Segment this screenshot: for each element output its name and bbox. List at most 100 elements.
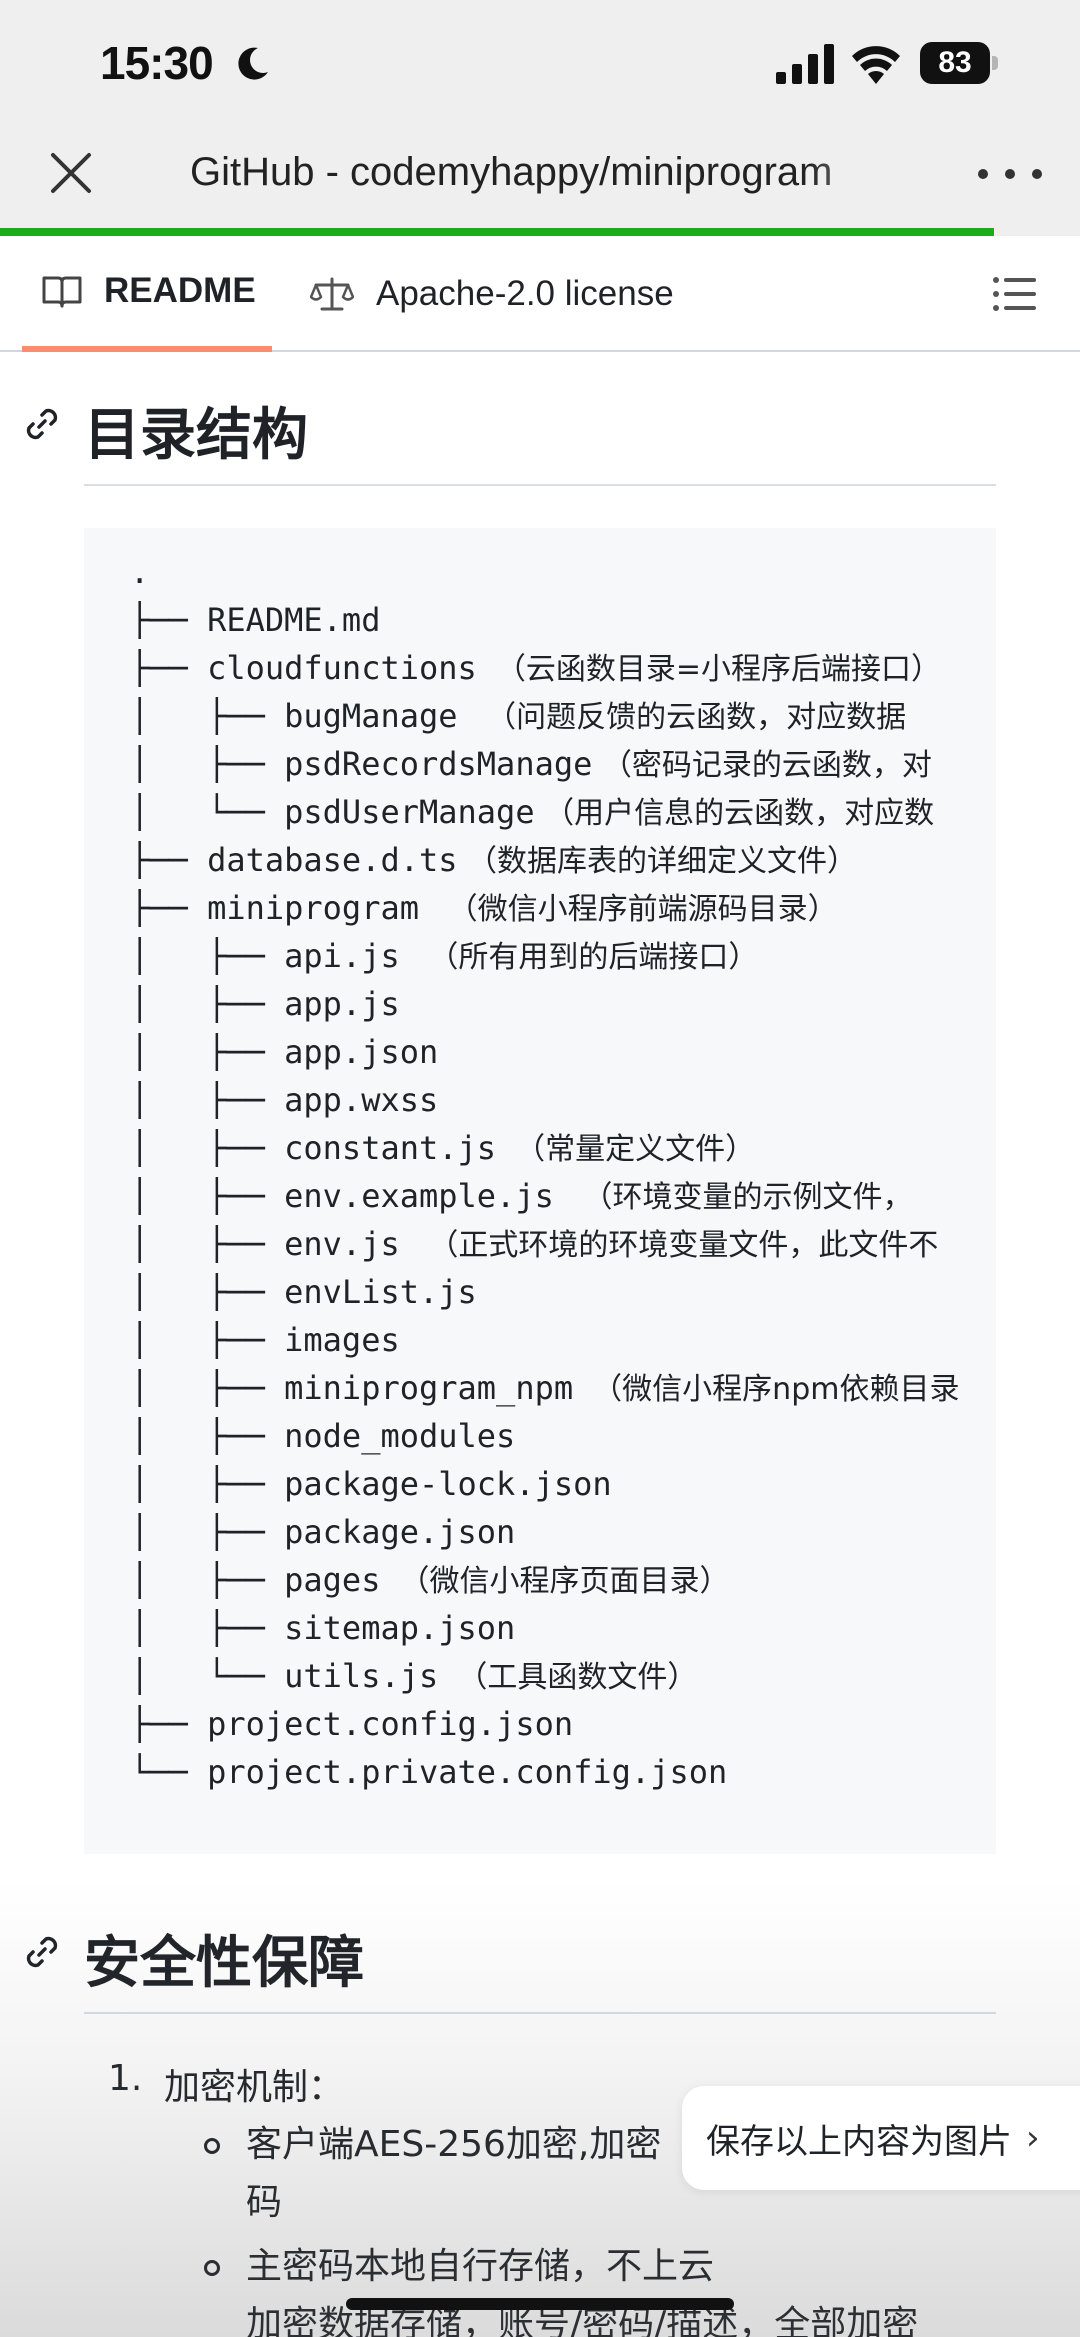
tree-entry-note: （微信小程序前端源码目录） <box>418 892 838 927</box>
heading-security: 安全性保障 <box>84 1931 364 1996</box>
sub-list-item: 主密码本地自行存储，不上云 <box>246 2246 715 2287</box>
tree-entry-note: （微信小程序页面目录） <box>380 1564 730 1599</box>
page-load-progress-fill <box>0 228 994 236</box>
tree-entry-note: （正式环境的环境变量文件，此文件不 <box>399 1228 939 1263</box>
tree-line: ├── miniprogram （微信小程序前端源码目录） <box>130 884 838 932</box>
close-button[interactable] <box>40 142 102 204</box>
tree-entry-name: package-lock.json <box>284 1465 612 1503</box>
tree-line: │ ├── env.example.js （环境变量的示例文件， <box>130 1172 912 1220</box>
tree-line: │ ├── app.json <box>130 1028 438 1076</box>
tree-branch: │ ├── <box>130 1129 285 1167</box>
tree-line: . <box>130 548 149 596</box>
outline-list-icon[interactable] <box>990 270 1038 318</box>
tree-branch: │ ├── <box>130 1225 285 1263</box>
tree-branch: │ ├── <box>130 1177 285 1215</box>
save-as-image-button[interactable]: 保存以上内容为图片 › <box>682 2086 1080 2190</box>
tree-branch: │ ├── <box>130 1273 285 1311</box>
heading-directory-structure: 目录结构 <box>84 403 308 468</box>
tree-line: │ ├── envList.js <box>130 1268 477 1316</box>
tree-branch: │ ├── <box>130 1561 285 1599</box>
tree-entry-name: app.js <box>284 985 400 1023</box>
tree-entry-note: （环境变量的示例文件， <box>553 1180 913 1215</box>
tree-branch: ├── <box>130 601 208 639</box>
tree-line: ├── database.d.ts （数据库表的详细定义文件） <box>130 836 857 884</box>
battery-indicator: 83 <box>920 42 1000 84</box>
tree-entry-note: （数据库表的详细定义文件） <box>457 844 858 879</box>
tree-line: │ ├── node_modules <box>130 1412 515 1460</box>
tree-line: │ ├── app.wxss <box>130 1076 438 1124</box>
tree-entry-name: psdRecordsManage <box>284 745 593 783</box>
tree-entry-name: package.json <box>284 1513 516 1551</box>
scale-icon <box>310 277 354 311</box>
tree-entry-note: （工具函数文件） <box>438 1660 698 1695</box>
tree-line: ├── cloudfunctions （云函数目录=小程序后端接口） <box>130 644 941 692</box>
chevron-right-icon: › <box>1026 2118 1040 2158</box>
tree-line: │ ├── package-lock.json <box>130 1460 612 1508</box>
directory-tree-code-block: .├── README.md├── cloudfunctions （云函数目录=… <box>84 528 996 1854</box>
tree-entry-name: constant.js <box>284 1129 497 1167</box>
tab-license-label: Apache-2.0 license <box>376 274 674 313</box>
tree-entry-name: psdUserManage <box>284 793 535 831</box>
tree-branch: │ ├── <box>130 937 285 975</box>
tree-branch: ├── <box>130 1705 208 1743</box>
tree-line: │ └── utils.js （工具函数文件） <box>130 1652 697 1700</box>
tree-line: └── project.private.config.json <box>130 1748 727 1796</box>
tree-entry-name: miniprogram_npm <box>284 1369 574 1407</box>
tree-branch: │ ├── <box>130 1081 285 1119</box>
tree-entry-name: envList.js <box>284 1273 477 1311</box>
tree-line: │ ├── api.js （所有用到的后端接口） <box>130 932 758 980</box>
tree-line: │ ├── package.json <box>130 1508 515 1556</box>
tree-line: │ ├── bugManage （问题反馈的云函数，对应数据 <box>130 692 906 740</box>
tab-readme[interactable]: README <box>22 236 272 352</box>
tree-branch: │ ├── <box>130 697 285 735</box>
tree-entry-note: （所有用到的后端接口） <box>399 940 759 975</box>
tree-branch: │ └── <box>130 793 285 831</box>
battery-tip <box>992 56 998 70</box>
tree-entry-note: （微信小程序npm依赖目录 <box>573 1372 960 1407</box>
tree-branch: │ ├── <box>130 1369 285 1407</box>
tree-entry-name: project.private.config.json <box>207 1753 728 1791</box>
tab-license[interactable]: Apache-2.0 license <box>310 236 674 352</box>
tree-branch: │ ├── <box>130 1609 285 1647</box>
tree-line: │ ├── env.js （正式环境的环境变量文件，此文件不 <box>130 1220 938 1268</box>
tree-entry-note: （用户信息的云函数，对应数 <box>534 796 935 831</box>
tree-branch: │ ├── <box>130 1513 285 1551</box>
tree-line: │ ├── constant.js （常量定义文件） <box>130 1124 755 1172</box>
tree-entry-name: env.js <box>284 1225 400 1263</box>
tree-branch: │ ├── <box>130 1465 285 1503</box>
list-item-label: 加密机制： <box>164 2067 345 2108</box>
battery-level: 83 <box>920 42 990 84</box>
wifi-icon <box>852 46 900 84</box>
page-title: GitHub - codemyhappy/miniprogram <box>190 150 833 194</box>
tree-branch: . <box>130 553 150 591</box>
tree-line: ├── README.md <box>130 596 380 644</box>
tree-entry-name: cloudfunctions <box>207 649 477 687</box>
list-item-number: 1. <box>108 2058 143 2099</box>
tree-line: ├── project.config.json <box>130 1700 573 1748</box>
more-options-button[interactable] <box>978 156 1042 192</box>
more-dot-icon <box>1032 169 1042 179</box>
moon-icon <box>238 47 268 80</box>
tree-branch: ├── <box>130 649 208 687</box>
link-icon[interactable] <box>22 404 62 444</box>
tab-readme-label: README <box>104 271 256 310</box>
heading-divider <box>84 484 996 486</box>
status-bar: 15:30 83 <box>0 0 1080 120</box>
tree-line: │ ├── sitemap.json <box>130 1604 515 1652</box>
tree-branch: ├── <box>130 889 208 927</box>
tree-entry-name: api.js <box>284 937 400 975</box>
tree-entry-note: （云函数目录=小程序后端接口） <box>476 652 941 687</box>
tree-line: │ ├── app.js <box>130 980 400 1028</box>
tree-branch: │ ├── <box>130 1321 285 1359</box>
save-as-image-label: 保存以上内容为图片 <box>706 2121 1012 2162</box>
more-dot-icon <box>1005 169 1015 179</box>
tree-branch: │ ├── <box>130 1033 285 1071</box>
link-icon[interactable] <box>22 1932 62 1972</box>
tree-entry-name: utils.js <box>284 1657 439 1695</box>
tree-line: │ ├── miniprogram_npm （微信小程序npm依赖目录 <box>130 1364 959 1412</box>
book-icon <box>42 276 82 308</box>
tree-entry-note: （常量定义文件） <box>496 1132 756 1167</box>
tree-entry-name: bugManage <box>284 697 458 735</box>
home-indicator[interactable] <box>346 2298 734 2310</box>
tree-line: │ └── psdUserManage （用户信息的云函数，对应数 <box>130 788 934 836</box>
